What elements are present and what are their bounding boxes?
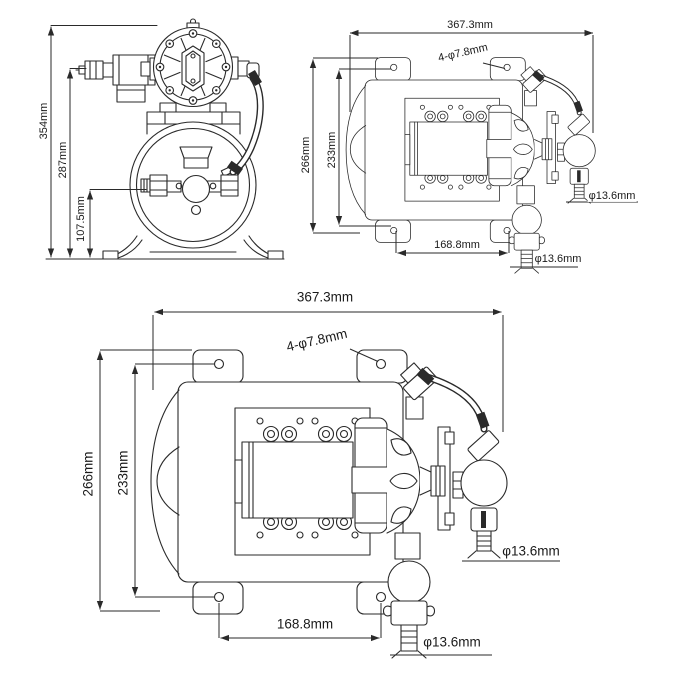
power-plug [75, 60, 114, 80]
front-view-drawing [45, 18, 285, 260]
dim-label-small-hole-span-width: 168.8mm [433, 238, 481, 252]
dim-label-large-overall-depth: 266mm [80, 450, 97, 498]
dim-label-small-hole-span-depth: 233mm [325, 130, 339, 170]
dim-label-large-hole-span-depth: 233mm [115, 449, 132, 497]
plan-small-dimensions [309, 29, 638, 268]
dim-label-small-side-port-diameter: φ13.6mm [587, 189, 637, 203]
dim-label-small-overall-width: 367.3mm [446, 18, 494, 32]
tank-port-assembly [140, 146, 239, 216]
dim-label-large-hole-span-width: 168.8mm [275, 616, 335, 633]
dim-label-large-bottom-port-diameter: φ13.6mm [422, 634, 482, 651]
hose-front [226, 69, 264, 176]
front-view-dimensions [45, 25, 285, 260]
dim-label-large-side-port-diameter: φ13.6mm [501, 543, 561, 560]
plan-view-small [309, 29, 638, 273]
motor-front [112, 54, 156, 103]
plan-large-dimensions [96, 308, 560, 656]
dim-label-small-bottom-port-diameter: φ13.6mm [533, 252, 583, 266]
dim-label-small-overall-depth: 266mm [299, 135, 313, 175]
dim-label-large-overall-width: 367.3mm [295, 289, 355, 306]
dim-label-front-overall-height: 354mm [37, 101, 51, 141]
dim-label-front-pump-port-height: 287mm [56, 140, 70, 180]
plan-view-large [96, 308, 560, 658]
dim-label-front-tank-port-height: 107.5mm [74, 195, 88, 243]
pump-head-front [140, 18, 260, 108]
